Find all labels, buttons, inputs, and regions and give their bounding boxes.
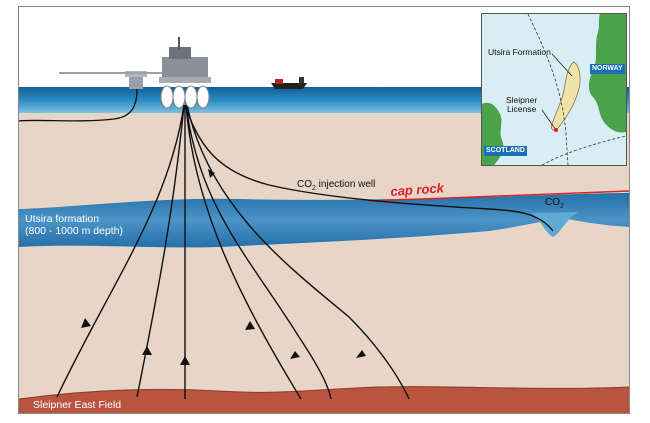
sleipner-east-field-label: Sleipner East Field [33, 399, 122, 411]
well-4 [185, 104, 302, 400]
offshore-platform [159, 37, 211, 109]
utsira-formation-depth: (800 - 1000 m depth) [25, 225, 124, 238]
co2-injection-well-line [184, 104, 554, 232]
inset-sleipner-license-label: Sleipner License [506, 95, 538, 115]
cap-rock-line [368, 190, 629, 202]
inset-norway-label: NORWAY [590, 64, 625, 74]
inset-map-graphic [482, 14, 626, 165]
well-6 [186, 104, 410, 400]
tanker-ship [271, 77, 307, 89]
well-1 [56, 104, 185, 398]
well-arrow-6 [356, 350, 366, 358]
pipeline [19, 88, 138, 122]
flare-structure [59, 71, 164, 89]
median-line [527, 14, 569, 165]
utsira-formation-title: Utsira formation [25, 213, 100, 225]
utsira-formation-label: Utsira formation (800 - 1000 m depth) [25, 213, 123, 237]
well-arrows [81, 318, 366, 365]
co2-injection-well-label: CO2 injection well [297, 179, 376, 192]
well-arrow-2 [142, 346, 152, 355]
sleipner-marker [554, 128, 558, 132]
co2-plume [531, 212, 579, 237]
well-5 [185, 104, 332, 400]
location-inset-map: Utsira Formation Sleipner License NORWAY… [481, 13, 627, 166]
injection-arrow [208, 169, 215, 178]
well-arrow-1 [81, 318, 91, 328]
utsira-formation-area [551, 61, 581, 131]
production-wells [56, 104, 410, 400]
boundary-line [541, 135, 626, 165]
sleipner-east-field-reservoir [19, 386, 629, 413]
well-arrow-5 [290, 351, 300, 359]
inset-utsira-formation-label: Utsira Formation [488, 47, 551, 57]
diagram-frame: CO2 injection well cap rock CO2 Utsira f… [18, 6, 630, 414]
co2-plume-label: CO2 [545, 197, 564, 210]
inset-scotland-label: SCOTLAND [484, 146, 527, 156]
well-arrow-3 [180, 356, 190, 365]
well-arrow-4 [245, 321, 255, 330]
reservoir-top-edge [19, 386, 629, 400]
well-2 [136, 104, 185, 398]
